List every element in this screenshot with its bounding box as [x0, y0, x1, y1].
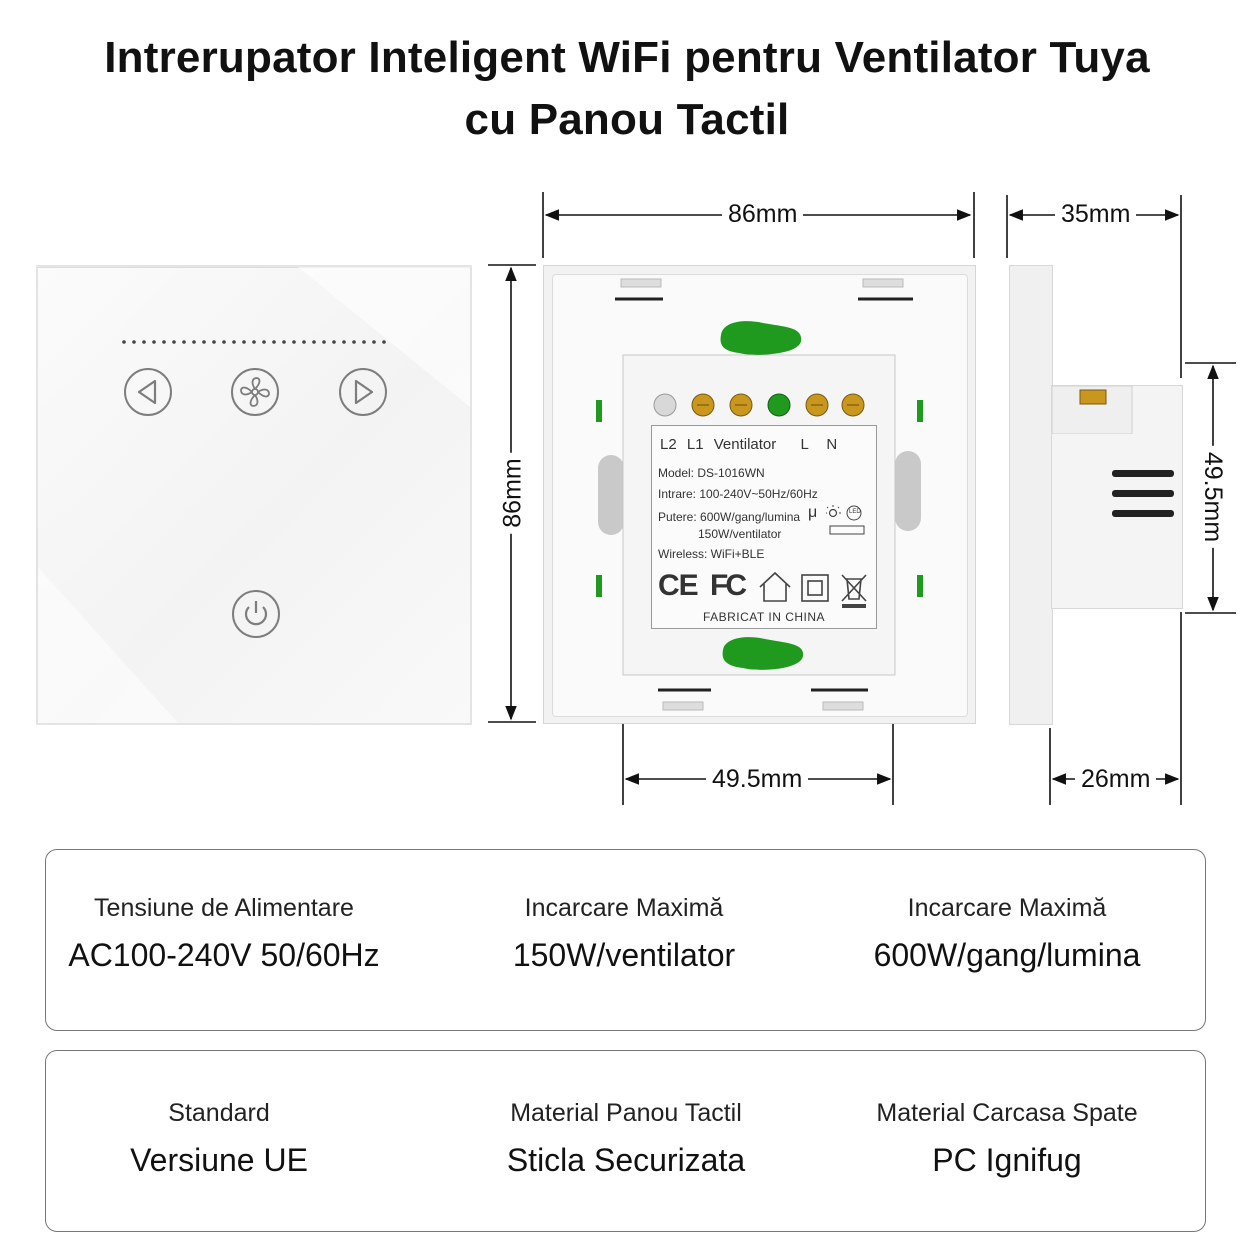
spec-cell-panel-material: Material Panou Tactil Sticla Securizata — [433, 1099, 819, 1179]
spec-box-row-2: Standard Versiune UE Material Panou Tact… — [45, 1050, 1206, 1232]
spec-label: Material Panou Tactil — [510, 1099, 742, 1127]
ce-mark: CE — [658, 569, 699, 602]
back-plate: L2 L1 Ventilator L N Model: DS-1016WN In… — [552, 274, 968, 717]
side-view-body — [1051, 385, 1183, 609]
fan-icon[interactable] — [231, 368, 279, 416]
light-led-symbols — [826, 505, 865, 535]
dim-width-label: 86mm — [722, 199, 804, 229]
micro-disconnect-mark: μ — [808, 504, 818, 521]
label-model: Model: DS-1016WN — [658, 466, 765, 480]
spec-cell-fan-load: Incarcare Maximă 150W/ventilator — [431, 894, 817, 974]
spec-value: AC100-240V 50/60Hz — [68, 937, 380, 973]
terminal-l1: L1 — [686, 436, 704, 453]
side-view-plate — [1009, 265, 1053, 725]
spec-cell-back-material: Material Carcasa Spate PC Ignifug — [814, 1099, 1200, 1179]
terminal-n: N — [826, 436, 838, 453]
right-arrow-icon[interactable] — [339, 368, 387, 416]
led-mark: LED — [849, 509, 861, 515]
terminal-l: L — [800, 436, 809, 453]
power-icon[interactable] — [232, 590, 280, 638]
label-power-light: Putere: 600W/gang/lumina — [658, 510, 801, 524]
label-power-fan: 150W/ventilator — [698, 527, 782, 541]
front-touch-panel — [36, 265, 472, 725]
dim-body-width-label: 49.5mm — [706, 764, 809, 794]
weee-bin-icon — [841, 574, 867, 602]
spec-value: Versiune UE — [130, 1142, 308, 1178]
spec-cell-light-load: Incarcare Maximă 600W/gang/lumina — [814, 894, 1200, 974]
panel-sheen — [38, 267, 470, 723]
spec-label: Incarcare Maximă — [907, 894, 1107, 922]
spec-cell-voltage: Tensiune de Alimentare AC100-240V 50/60H… — [31, 894, 417, 974]
indoor-use-icon — [759, 571, 791, 602]
dim-depth-label: 35mm — [1055, 199, 1137, 229]
spec-value: 150W/ventilator — [512, 937, 736, 973]
terminal-fan: Ventilator — [713, 436, 777, 453]
spec-label: Material Carcasa Spate — [876, 1099, 1138, 1127]
spec-value: Sticla Securizata — [506, 1142, 746, 1178]
label-wireless: Wireless: WiFi+BLE — [658, 547, 765, 561]
dim-body-depth-label: 26mm — [1075, 764, 1157, 794]
back-view: L2 L1 Ventilator L N Model: DS-1016WN In… — [543, 265, 976, 724]
dim-body-height-label: 49.5mm — [1198, 445, 1229, 549]
side-body-details — [1052, 386, 1182, 608]
dim-height-label: 86mm — [497, 452, 528, 534]
spec-cell-standard: Standard Versiune UE — [26, 1099, 412, 1179]
title-line-2: cu Panou Tactil — [464, 95, 790, 144]
terminal-row: L2 L1 Ventilator L N — [660, 436, 837, 453]
spec-value: PC Ignifug — [932, 1142, 1082, 1178]
product-label: L2 L1 Ventilator L N Model: DS-1016WN In… — [651, 425, 877, 629]
spec-value: 600W/gang/lumina — [873, 937, 1141, 973]
title-line-1: Intrerupator Inteligent WiFi pentru Vent… — [104, 33, 1150, 82]
spec-label: Incarcare Maximă — [524, 894, 724, 922]
compliance-icons — [759, 571, 867, 608]
label-input: Intrare: 100-240V~50Hz/60Hz — [658, 487, 818, 501]
spec-label: Tensiune de Alimentare — [94, 894, 354, 922]
double-insulation-icon — [801, 574, 829, 602]
left-arrow-icon[interactable] — [124, 368, 172, 416]
terminal-l2: L2 — [660, 436, 677, 453]
spec-box-row-1: Tensiune de Alimentare AC100-240V 50/60H… — [45, 849, 1206, 1031]
spec-label: Standard — [168, 1099, 270, 1127]
fcc-mark: FC — [710, 569, 747, 602]
origin-text: FABRICAT IN CHINA — [702, 610, 826, 624]
level-indicator-dots — [122, 340, 386, 344]
